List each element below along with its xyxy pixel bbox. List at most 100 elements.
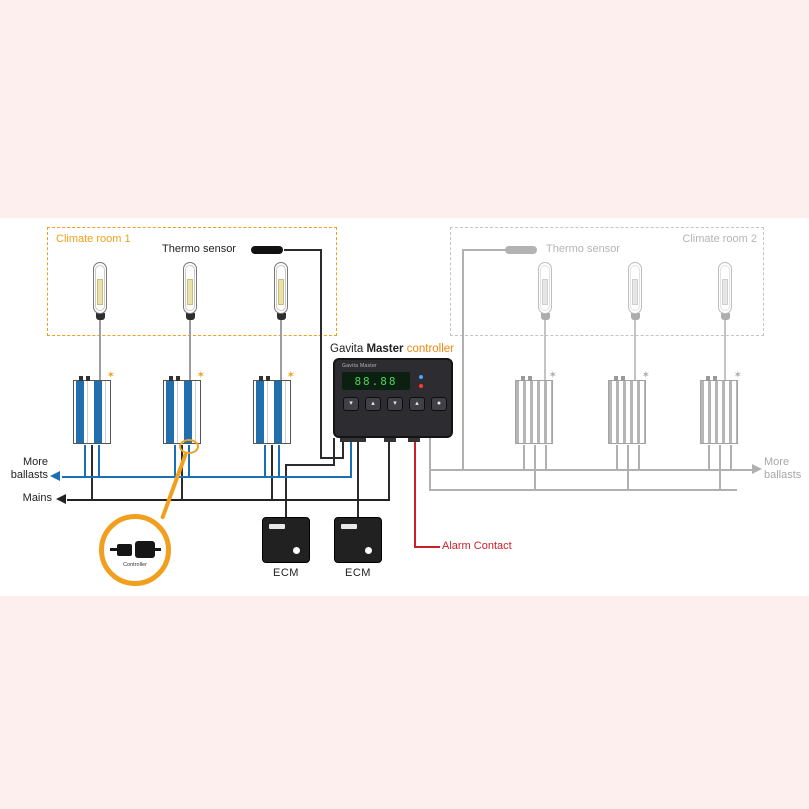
wire-ecm1: [285, 464, 287, 519]
controller-caption: Gavita Master controller: [330, 343, 454, 355]
wire-sensor1: [320, 457, 344, 459]
lamp-icon: [626, 262, 644, 320]
wire-ballast-drop: [98, 445, 100, 477]
thermo-sensor-2-icon: [505, 246, 537, 254]
wire-ecm1: [333, 438, 335, 466]
caption-model: Master: [366, 343, 404, 355]
device-display: 88.88: [342, 372, 410, 390]
display-value: 88.88: [354, 375, 398, 388]
ecm-module: [262, 517, 310, 563]
controller-detail-circle: Controller: [99, 514, 171, 586]
led-red-icon: [419, 384, 423, 388]
lamp-filament: [97, 279, 103, 305]
lamp-icon: [91, 262, 109, 320]
wire-ballast-drop: [719, 445, 721, 491]
terminal-nub: [79, 376, 83, 381]
device-title: Gavita Master: [342, 363, 378, 369]
wire-lamp-stem: [99, 318, 101, 380]
terminal-nub: [614, 376, 618, 381]
sparkle-icon: ✶: [733, 370, 742, 381]
sparkle-icon: ✶: [106, 370, 115, 381]
thermo-sensor-1-icon: [251, 246, 283, 254]
wire-gray-bus-2: [430, 489, 737, 491]
thermo-sensor-2-label: Thermo sensor: [546, 243, 620, 255]
wire-ballast-drop: [730, 445, 732, 471]
ecm-logo: [269, 524, 285, 529]
ecm-logo: [341, 524, 357, 529]
terminal-nub: [176, 376, 180, 381]
wire-ballast-drop: [545, 445, 547, 471]
more-ballasts-left-label: More ballasts: [10, 456, 48, 481]
lamp-bulb: [183, 262, 197, 314]
terminal-nub: [169, 376, 173, 381]
thermo-sensor-1-label: Thermo sensor: [162, 243, 236, 255]
caption-suffix: controller: [403, 343, 455, 355]
lamp-icon: [272, 262, 290, 320]
lamp-bulb: [538, 262, 552, 314]
lamp-icon: [181, 262, 199, 320]
wire-sensor1: [320, 249, 322, 459]
wire-interconnect-stub: [350, 438, 352, 478]
lamp-base: [276, 313, 286, 320]
lamp-base: [185, 313, 195, 320]
controller-detail-label: Controller: [123, 562, 147, 568]
ecm-module: [334, 517, 382, 563]
device-button: ▾: [387, 397, 403, 411]
device-connector: [408, 436, 420, 442]
wire-lamp-stem: [544, 318, 546, 380]
plug-icon: [117, 544, 132, 556]
terminal-nub: [259, 376, 263, 381]
wire-gray-stub: [429, 438, 431, 491]
sparkle-icon: ✶: [286, 370, 295, 381]
wire-mains-drop: [91, 445, 93, 500]
wire-mains-drop: [181, 445, 183, 500]
lamp-bulb: [718, 262, 732, 314]
mains-label: Mains: [22, 492, 52, 504]
lamp-icon: [716, 262, 734, 320]
wire-ecm1: [285, 464, 335, 466]
device-connector: [384, 436, 396, 442]
arrow-right-icon: [752, 464, 762, 474]
lamp-bulb: [93, 262, 107, 314]
wire-ballast-drop: [627, 445, 629, 491]
wire-ballast-drop: [264, 445, 266, 477]
ballast: ✶: [253, 370, 295, 444]
terminal-nub: [521, 376, 525, 381]
ballast: ✶: [515, 370, 557, 444]
led-blue-icon: [419, 375, 423, 379]
callout-ellipse: [179, 439, 199, 454]
wire-sensor2: [462, 249, 464, 471]
arrow-left-icon: [56, 494, 66, 504]
lamp-filament: [278, 279, 284, 305]
lamp-base: [540, 313, 550, 320]
device-button: ●: [431, 397, 447, 411]
climate-room-1-label: Climate room 1: [56, 233, 131, 245]
wire-ballast-drop: [174, 445, 176, 477]
wire-lamp-stem: [634, 318, 636, 380]
wire-sensor1: [342, 438, 344, 459]
plug-icon: [135, 541, 155, 558]
wire-sensor1: [284, 249, 322, 251]
wire-gray-bus-1: [430, 469, 752, 471]
wire-lamp-stem: [189, 318, 191, 380]
wire-ballast-drop: [616, 445, 618, 471]
ecm-knob: [293, 547, 300, 554]
lamp-base: [630, 313, 640, 320]
climate-room-2-box: [450, 227, 764, 336]
terminal-nub: [266, 376, 270, 381]
terminal-nub: [86, 376, 90, 381]
wire-mains-drop: [271, 445, 273, 500]
alarm-contact-label: Alarm Contact: [442, 540, 512, 552]
device-connector: [340, 436, 366, 442]
wire-lamp-stem: [724, 318, 726, 380]
caption-brand: Gavita: [330, 343, 367, 355]
sparkle-icon: ✶: [196, 370, 205, 381]
plug-wire: [155, 548, 161, 551]
device-button: ▾: [343, 397, 359, 411]
lamp-filament: [632, 279, 638, 305]
lamp-filament: [542, 279, 548, 305]
wire-ballast-drop: [188, 445, 190, 477]
wire-ballast-drop: [278, 445, 280, 477]
wire-sensor2: [462, 249, 508, 251]
